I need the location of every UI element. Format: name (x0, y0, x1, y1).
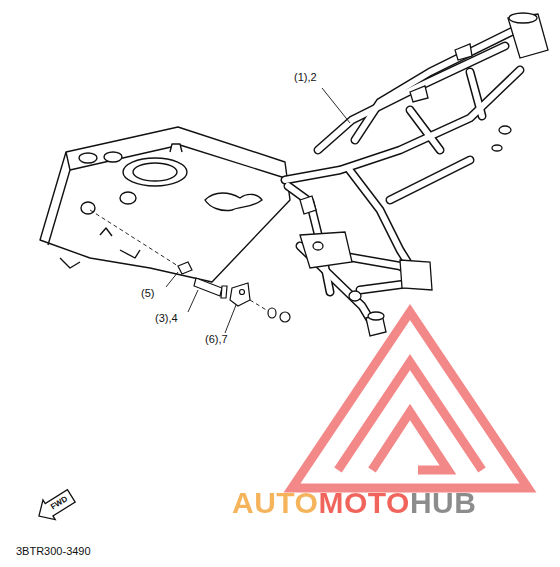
arrow-shape (33, 486, 78, 526)
callout-number: (1),2 (294, 71, 317, 83)
tube-frame (285, 30, 520, 326)
figure-code: 3BTR300-3490 (16, 545, 91, 557)
direction-arrow: FWD (35, 489, 76, 523)
watermark-logo (292, 312, 528, 488)
watermark: AUTOMOTOHUB (232, 486, 476, 519)
callout-number: (5) (141, 287, 154, 299)
rear-frame-body (40, 127, 290, 282)
callout-number: (6),7 (205, 333, 228, 345)
callout-number: (3),4 (155, 312, 178, 324)
fastener-parts (178, 262, 290, 322)
leader-lines (90, 88, 350, 333)
frame-brackets (300, 13, 548, 336)
